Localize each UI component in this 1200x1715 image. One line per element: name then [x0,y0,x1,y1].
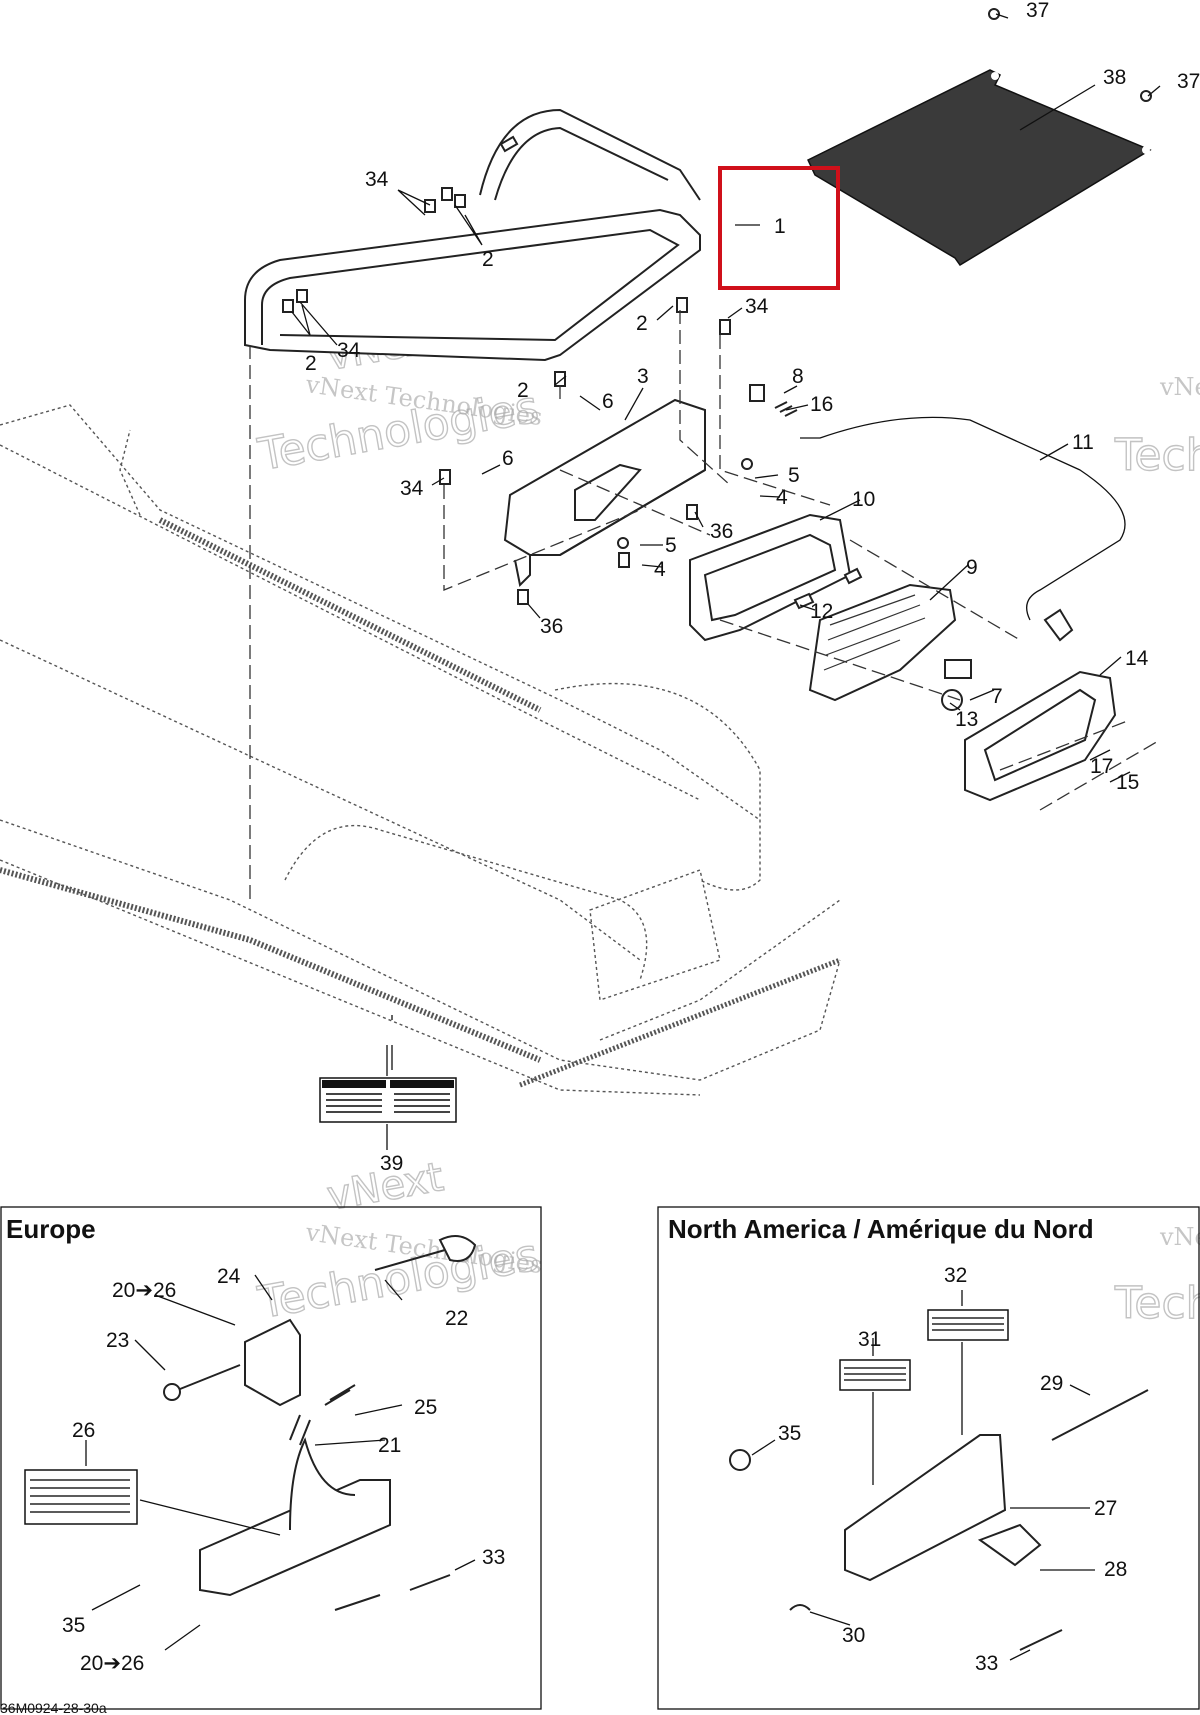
tunnel-outline [0,404,841,1096]
na-callout-35: 35 [778,1422,801,1445]
europe-box: Europe 24 20➔26 23 22 25 21 26 33 35 20➔… [0,1206,542,1710]
highlight-box [718,166,840,290]
callout-39: 39 [380,1152,403,1175]
callout-15: 15 [1116,771,1139,794]
callout-13: 13 [955,708,978,731]
lamp-housing [689,513,852,642]
eu-callout-24: 24 [217,1265,241,1288]
watermark-na-line3: Technologies [1114,1278,1200,1329]
callout-34b: 34 [745,295,769,318]
callout-34d: 34 [400,477,424,500]
callouts-main: 37 37 38 34 2 1 34 2 34 2 6 3 2 8 16 11 … [305,0,1200,1175]
callout-6b: 6 [502,447,514,470]
callout-1: 1 [774,215,786,238]
callout-36b: 36 [540,615,563,638]
callout-10: 10 [852,488,875,511]
rack-handle [244,108,701,362]
callout-36a: 36 [710,520,733,543]
na-callout-30: 30 [842,1624,865,1647]
callout-2a: 2 [482,248,494,271]
callout-11: 11 [1072,431,1094,454]
watermark-right-line1: vNext [1159,373,1200,401]
lamp-reflector [808,583,957,702]
eu-callout-22: 22 [445,1307,468,1330]
callout-38: 38 [1103,66,1126,89]
callout-9: 9 [966,556,978,579]
callout-2d: 2 [517,379,529,402]
callout-2b: 2 [636,312,648,335]
callout-4b: 4 [654,558,666,581]
floor-plate [807,69,1152,267]
wire-harness [800,416,1126,642]
callout-34a: 34 [365,168,389,191]
hardware [282,8,1152,711]
watermark-na-line1: vNext [1159,1223,1200,1251]
eu-callout-33: 33 [482,1546,505,1569]
na-callout-33: 33 [975,1652,998,1675]
north-america-box: North America / Amérique du Nord 32 31 2… [657,1206,1200,1710]
callout-14: 14 [1125,647,1149,670]
na-callout-28: 28 [1104,1558,1127,1581]
lamp-lens [964,670,1117,802]
callout-2c: 2 [305,352,317,375]
callout-6a: 6 [602,390,614,413]
leader-lines [291,13,1161,1070]
callout-16: 16 [810,393,833,416]
eu-callout-25: 25 [414,1396,437,1419]
eu-callout-21: 21 [378,1434,401,1457]
callout-37a: 37 [1026,0,1049,22]
callout-5b: 5 [665,534,677,557]
watermark: vNext vNext Technologies Technologies vN… [253,314,1200,1330]
callout-37b: 37 [1177,70,1200,93]
na-callout-27: 27 [1094,1497,1117,1520]
europe-title: Europe [6,1214,96,1244]
callout-7: 7 [991,685,1003,708]
callout-12: 12 [810,600,833,623]
callout-3: 3 [637,365,649,388]
na-callout-29: 29 [1040,1372,1063,1395]
callout-4a: 4 [776,486,788,509]
na-callout-31: 31 [858,1328,881,1351]
na-callout-32: 32 [944,1264,967,1287]
eu-callout-35: 35 [62,1614,85,1637]
eu-callout-23: 23 [106,1329,129,1352]
eu-callout-20-26b: 20➔26 [80,1652,144,1675]
reference-code: 36M0924-28-30a [0,1700,107,1715]
eu-callout-20-26a: 20➔26 [112,1279,176,1302]
watermark-right-line3: Technologies [1114,430,1200,481]
north-america-title: North America / Amérique du Nord [668,1214,1094,1244]
warning-label-icon [319,1045,457,1150]
callout-8: 8 [792,365,804,388]
callout-17: 17 [1090,755,1113,778]
callout-34c: 34 [337,339,361,362]
assembly-lines [249,310,1161,900]
callout-5a: 5 [788,464,800,487]
eu-callout-26: 26 [72,1419,95,1442]
